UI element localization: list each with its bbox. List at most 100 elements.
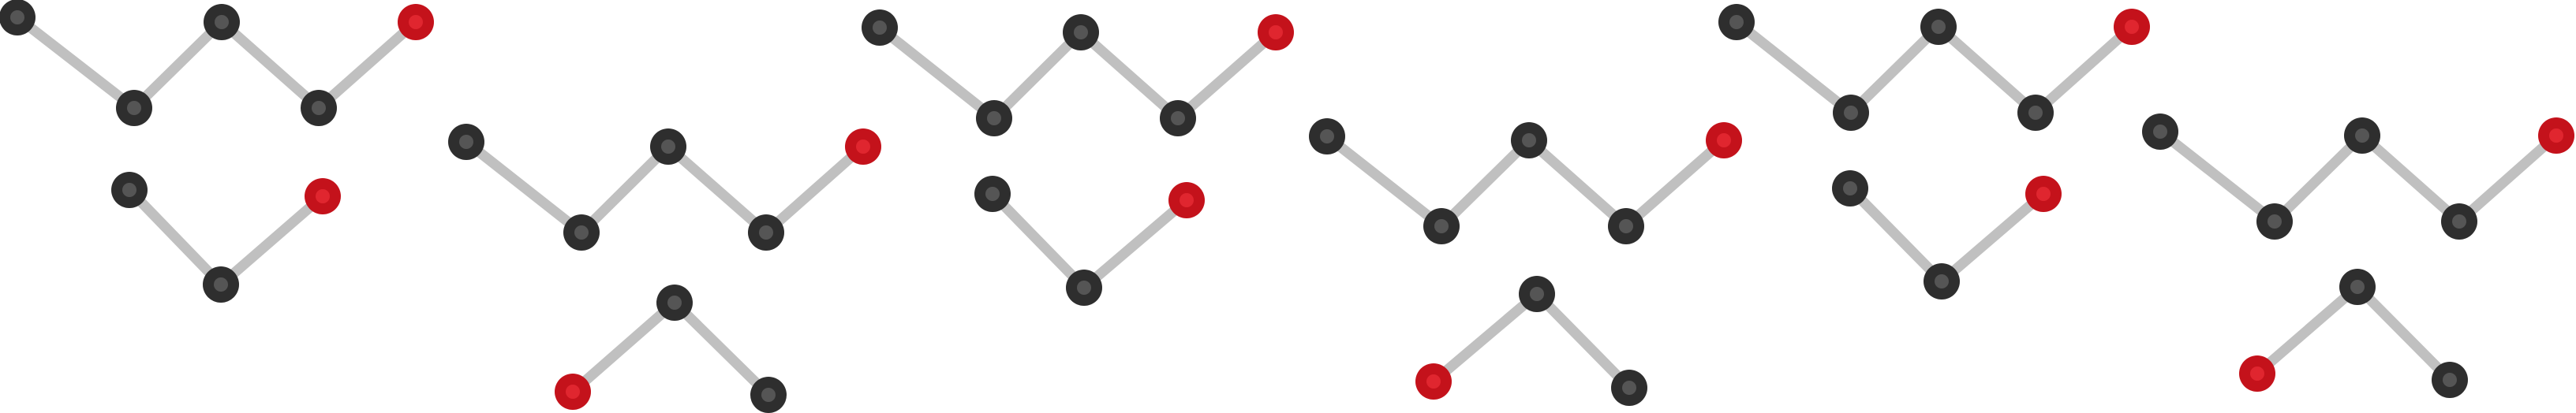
atom-core bbox=[10, 10, 24, 24]
carbon-atom bbox=[1608, 208, 1644, 244]
carbon-atom bbox=[1511, 122, 1547, 158]
atom-core bbox=[873, 20, 887, 35]
chain-3-top-bond bbox=[874, 22, 1000, 124]
chain-2-bottom-bond bbox=[669, 297, 774, 400]
atom-core bbox=[2125, 20, 2139, 34]
carbon-atom bbox=[2344, 117, 2380, 154]
carbon-atom bbox=[1833, 95, 1869, 131]
atom-core bbox=[1729, 15, 1744, 29]
carbon-atom bbox=[1718, 4, 1755, 40]
atom-core bbox=[985, 187, 1000, 201]
chain-1-top-bond bbox=[12, 12, 140, 113]
atom-core bbox=[987, 111, 1001, 125]
chain-1-top-bond bbox=[216, 17, 324, 113]
carbon-atom bbox=[1611, 370, 1647, 406]
atom-core bbox=[759, 225, 773, 240]
carbon-atom bbox=[748, 214, 784, 251]
atom-core bbox=[2443, 373, 2457, 387]
carbon-atom bbox=[1066, 270, 1102, 306]
atom-core bbox=[214, 277, 228, 292]
atom-core bbox=[1619, 219, 1633, 233]
carbon-atom bbox=[448, 124, 484, 160]
carbon-atom bbox=[1423, 208, 1460, 244]
chain-3-top-bond bbox=[1172, 27, 1281, 124]
carbon-atom bbox=[2256, 203, 2293, 240]
carbon-atom bbox=[2441, 203, 2477, 240]
oxygen-atom bbox=[1168, 182, 1205, 218]
atom-core bbox=[316, 189, 330, 203]
chain-6-bottom-bond bbox=[2352, 281, 2455, 385]
atom-core bbox=[1320, 129, 1334, 143]
oxygen-atom bbox=[1415, 363, 1452, 400]
oxygen-atom bbox=[555, 374, 591, 410]
carbon-atom bbox=[2017, 95, 2054, 131]
carbon-atom bbox=[1309, 118, 1345, 154]
carbon-atom bbox=[1924, 263, 1960, 300]
atom-core bbox=[1844, 106, 1858, 120]
carbon-atom bbox=[2432, 362, 2468, 398]
carbon-atom bbox=[2339, 269, 2376, 305]
oxygen-atom bbox=[2538, 117, 2574, 154]
atom-core bbox=[122, 183, 136, 197]
carbon-atom bbox=[0, 0, 36, 35]
atom-core bbox=[1434, 219, 1449, 233]
carbon-atom bbox=[204, 4, 240, 40]
atom-core bbox=[215, 15, 229, 29]
chain-1-top-bond bbox=[313, 17, 421, 113]
atom-core bbox=[127, 101, 141, 115]
atom-core bbox=[1622, 381, 1636, 395]
chain-4-top-bond bbox=[1524, 135, 1632, 232]
oxygen-atom bbox=[845, 128, 881, 165]
carbon-atom bbox=[2142, 113, 2178, 150]
atom-core bbox=[1931, 20, 1946, 34]
chain-1-bottom-bond bbox=[124, 184, 226, 290]
carbon-atom bbox=[650, 128, 686, 165]
atom-core bbox=[2350, 280, 2365, 294]
atom-core bbox=[1426, 374, 1441, 389]
atom-core bbox=[2250, 366, 2264, 381]
chain-4-top-bond bbox=[1322, 131, 1447, 232]
carbon-atom bbox=[203, 266, 239, 303]
carbon-atom bbox=[1063, 14, 1099, 50]
atom-core bbox=[1522, 133, 1536, 147]
atom-core bbox=[459, 135, 473, 149]
chain-5-top-bond bbox=[1731, 17, 1856, 118]
chain-4-top-bond bbox=[1621, 135, 1729, 232]
atom-core bbox=[1077, 281, 1091, 295]
atom-core bbox=[2549, 128, 2563, 143]
carbon-atom bbox=[1920, 9, 1957, 45]
carbon-atom bbox=[116, 90, 152, 126]
atom-core bbox=[761, 388, 776, 402]
chain-2-top-bond bbox=[576, 141, 674, 238]
chain-5-bottom-bond bbox=[1936, 188, 2049, 287]
oxygen-atom bbox=[398, 4, 434, 40]
atom-core bbox=[2153, 125, 2167, 139]
chain-4-bottom-bond bbox=[1531, 288, 1635, 393]
atom-core bbox=[661, 140, 675, 154]
bonds-layer bbox=[12, 12, 2562, 400]
chain-5-bottom-bond bbox=[1845, 183, 1947, 287]
atom-core bbox=[1717, 133, 1731, 147]
carbon-atom bbox=[976, 100, 1012, 136]
atom-core bbox=[2028, 106, 2043, 120]
atom-core bbox=[2036, 187, 2051, 201]
atom-core bbox=[2452, 214, 2466, 229]
chain-5-top-bond bbox=[1845, 21, 1944, 118]
atom-core bbox=[566, 385, 580, 399]
chain-6-top-bond bbox=[2269, 130, 2368, 227]
atom-core bbox=[409, 15, 423, 29]
carbon-atom bbox=[1519, 276, 1555, 312]
chain-5-top-bond bbox=[1933, 21, 2041, 118]
chain-4-top-bond bbox=[1436, 135, 1535, 232]
chain-1-top-bond bbox=[129, 17, 227, 113]
chain-6-bottom-bond bbox=[2252, 281, 2363, 379]
chain-6-top-bond bbox=[2155, 126, 2280, 227]
chain-2-top-bond bbox=[761, 141, 869, 238]
oxygen-atom bbox=[2025, 176, 2062, 212]
atom-core bbox=[667, 296, 682, 310]
oxygen-atom bbox=[1706, 122, 1742, 158]
atom-core bbox=[574, 225, 589, 240]
